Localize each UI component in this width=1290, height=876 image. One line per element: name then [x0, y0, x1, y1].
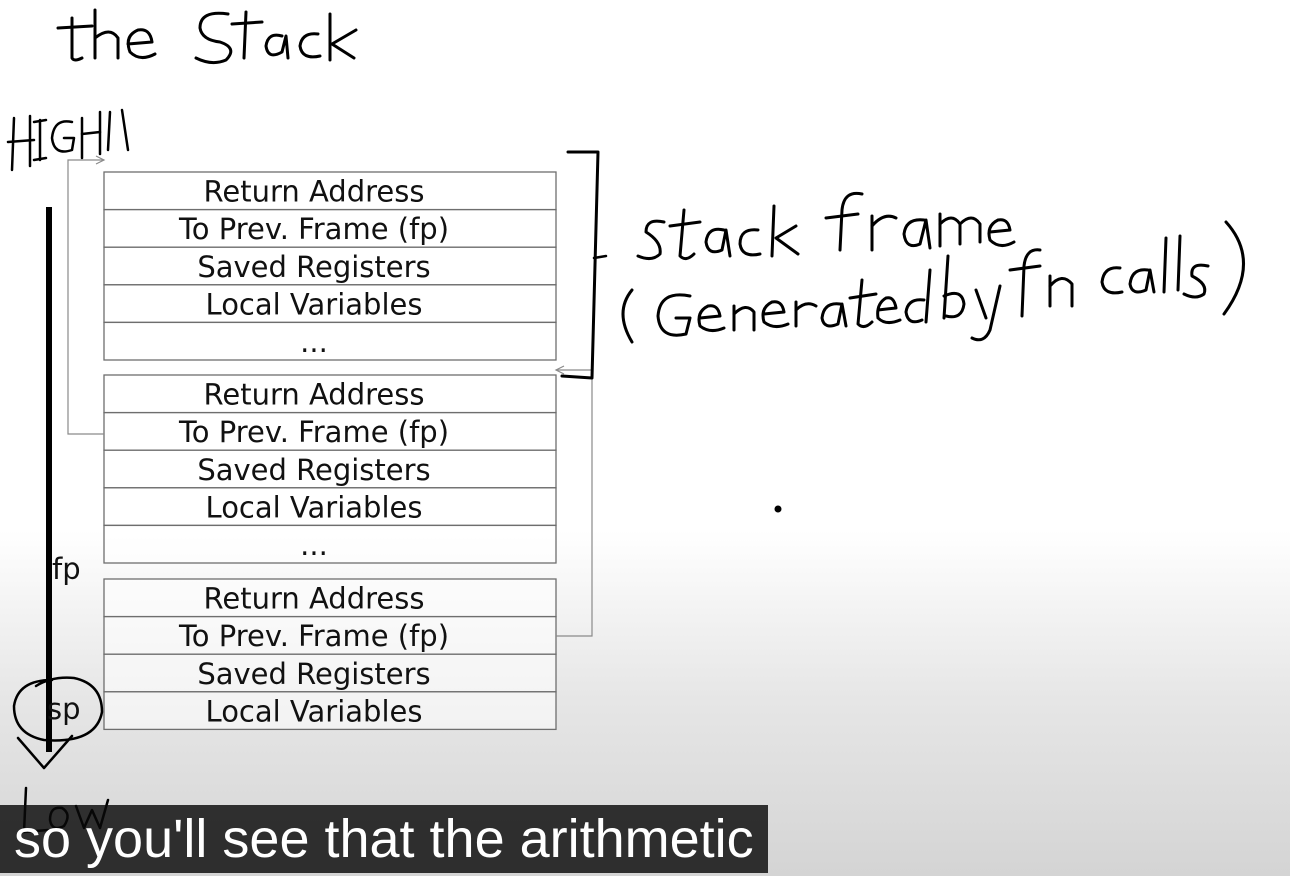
frame-cell: [103, 171, 557, 211]
frame-cell-label: Saved Registers: [197, 250, 430, 284]
frame-cell-label: ...: [300, 325, 328, 359]
bracket-tick: [592, 254, 608, 260]
frame-cell: [103, 578, 557, 618]
frame-cell: [103, 615, 557, 655]
fp-label: fp: [52, 552, 81, 586]
frame-cell-label: Return Address: [204, 175, 425, 209]
frame-cell: [103, 411, 557, 451]
frame-cell: [103, 524, 557, 564]
frame-cell-label: ...: [300, 528, 328, 562]
frame-cell: [103, 487, 557, 527]
frame-pointer-links: [67, 155, 593, 637]
frame-cell: [103, 208, 557, 248]
frame-cell-label: Local Variables: [206, 694, 423, 728]
frame-cell-label: Saved Registers: [197, 453, 430, 487]
frame-cell: [103, 374, 557, 414]
cursor-dot: [774, 505, 782, 513]
sp-label: sp: [47, 692, 81, 726]
frame-cell-label: Return Address: [204, 378, 425, 412]
stack-frame-bracket: [560, 150, 600, 380]
frame-cell-label: Return Address: [204, 582, 425, 616]
frame-cell: [103, 246, 557, 286]
caption-subtitle: so you'll see that the arithmetic: [0, 805, 768, 873]
frame-cell-label: To Prev. Frame (fp): [178, 212, 449, 246]
high-label: [6, 108, 130, 172]
frame-cell-label: Local Variables: [206, 490, 423, 524]
frame-cell-label: To Prev. Frame (fp): [178, 415, 449, 449]
handwritten-title: [56, 8, 358, 65]
frame-cell: [103, 321, 557, 361]
address-direction-arrow: [16, 207, 74, 770]
stack-frame-annotation: [621, 191, 1245, 344]
frame-cell-label: Local Variables: [206, 287, 423, 321]
sp-circle: [12, 676, 104, 742]
frame-cell: [103, 284, 557, 324]
frame-cell-label: To Prev. Frame (fp): [178, 619, 449, 653]
frame-cell: [103, 653, 557, 693]
frame-cell: [103, 691, 557, 731]
frame-cell-label: Saved Registers: [197, 657, 430, 691]
frame-cell: [103, 449, 557, 489]
